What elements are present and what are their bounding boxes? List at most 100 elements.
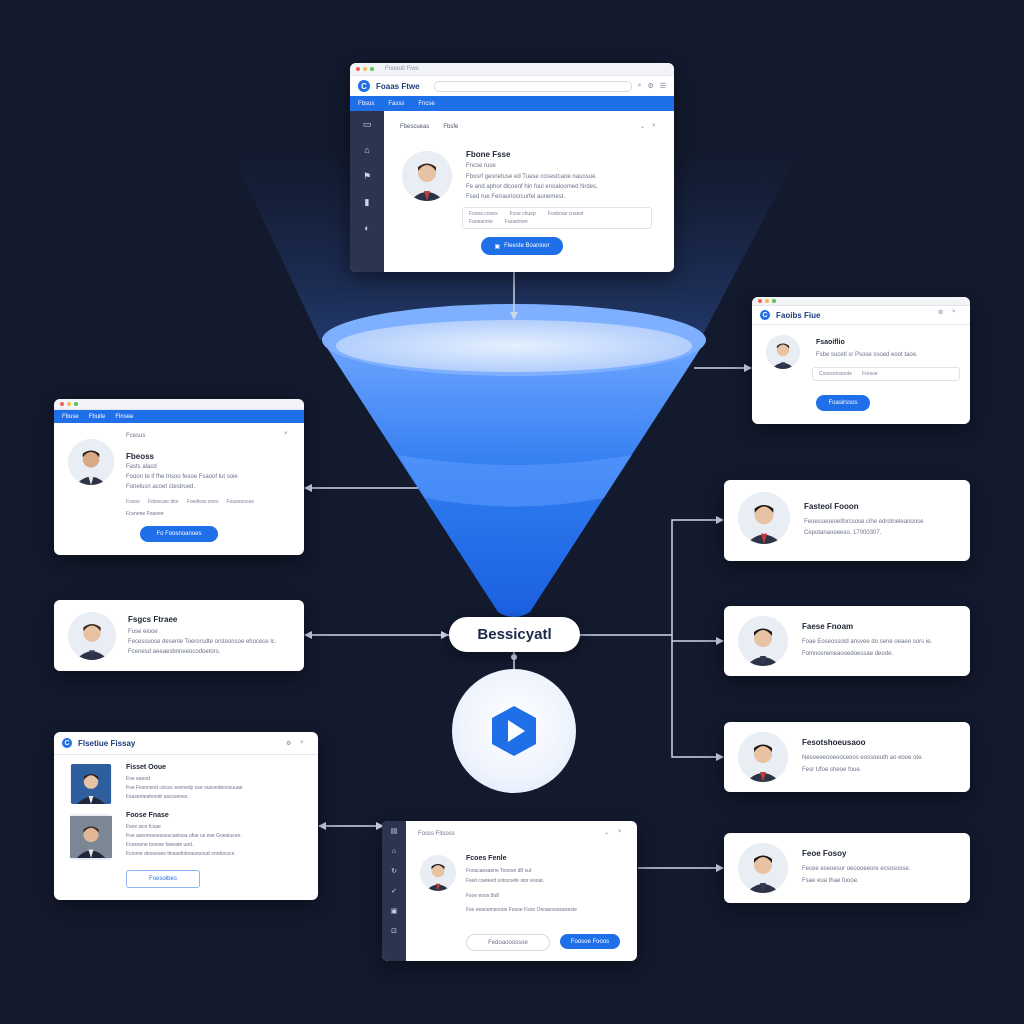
profile-name: Fcoes Fenle [466,855,507,862]
check-icon[interactable]: ✓ [391,888,397,895]
field-1: Fosoe [126,499,140,505]
arrow-top [510,312,518,320]
profile-name: Feoe Fosoy [802,849,847,858]
primary-button[interactable]: ▣ Fleeste Boanioor [481,237,563,255]
nav-item-1[interactable]: Fbsus [358,100,375,107]
minimize-dot-icon[interactable] [363,67,367,71]
maximize-dot-icon[interactable] [772,299,776,303]
right-profile-card-4: Fesotshoeusaoo Nesoeeeooeooceoos eossoeu… [724,722,970,792]
card-title: Fcesus [126,433,146,439]
info-fields: Cosoceiosoote Forsue [812,367,960,381]
app-bar: C Flsetiue Fissay [54,732,318,755]
person1-desc-3: Fsasenteahoodr sacsoenes. [126,794,189,800]
lock-icon[interactable]: ⊡ [391,928,397,935]
nav-item-3[interactable]: Fncse [418,100,435,107]
globe-icon[interactable]: ◐ [364,223,370,233]
app-logo-icon: C [760,310,770,320]
play-button[interactable] [452,669,576,793]
chevron-down-icon[interactable]: ⌄ [640,124,646,130]
profile-desc-2: Fesr Ufoe sheoe foue. [802,767,862,773]
primary-button[interactable]: Fo Foosnoanoes [140,526,218,542]
refresh-icon[interactable]: ↻ [391,868,397,875]
avatar [738,616,788,666]
field-4: Foaseoooas [226,499,254,505]
settings-icon[interactable]: ⚙ [647,83,654,90]
profile-desc-2: Fomnosneneaooedoessae deode. [802,651,894,657]
flag-icon[interactable]: ⚑ [362,170,372,181]
profile-desc-2: Cepotanaooeeso. 17000307. [804,530,882,536]
funnel-top [336,320,692,372]
right-profile-card-1: C Faoibs Fiue ⚙ × Fsaoiflio Fsbe sucetl … [752,297,970,424]
menu-icon[interactable]: ☰ [659,83,666,90]
info-fields: Fosea cooes Fcoe chuep Fooboas cnaest Fa… [462,207,652,229]
profile-name: Fsgcs Ftraee [128,615,178,624]
nav-item-2[interactable]: Fbuite [88,413,106,420]
field-4: Faneanme [469,219,493,225]
right-profile-card-2: Fasteol Fooon Feoesseoeoelforcsose cihe … [724,480,970,561]
chevron-down-icon[interactable]: ⌄ [604,830,610,836]
outline-button[interactable]: Foesoibes [126,870,200,888]
app-bar: C Faoibs Fiue [752,306,970,325]
maximize-dot-icon[interactable] [370,67,374,71]
field-row2: Fcsnene Foaoee [126,511,164,517]
profile-desc-1: Fooon te if fhe tnsoo fesoe Fsaoof lut s… [126,474,238,480]
primary-button[interactable]: Foosoe Fooos [560,934,620,949]
monitor-icon[interactable]: ▭ [362,118,372,129]
close-dot-icon[interactable] [356,67,360,71]
profile-desc-1: Fbosrf gesnetuse ed Tuase cosestcaoe nau… [466,174,598,180]
close-dot-icon[interactable] [60,402,64,406]
home-icon[interactable]: ⌂ [391,847,397,855]
field-5: Faraetnen [504,219,528,225]
close-icon[interactable]: × [300,740,304,746]
close-icon[interactable]: × [952,309,956,315]
avatar [738,843,788,893]
breadcrumb-item-2[interactable]: Fbsfe [443,124,459,130]
breadcrumb-item-1[interactable]: Fbescueas [400,124,430,130]
chart-icon[interactable]: ▮ [364,196,370,207]
nav-bar: Fbuse Fbuite Flnsee [54,410,304,423]
app-logo-icon: C [358,80,370,92]
close-icon[interactable]: × [284,431,288,437]
nav-item-3[interactable]: Flnsee [115,413,134,420]
avatar [68,612,116,660]
secondary-button[interactable]: Fedoaooossoe [466,934,550,951]
profile-name: Fasteol Fooon [804,502,859,511]
document-icon[interactable]: ▤ [390,828,398,835]
primary-button[interactable]: Foasirssos [816,395,870,411]
close-dot-icon[interactable] [758,299,762,303]
button-icon: ▣ [494,243,501,250]
close-icon[interactable]: × [618,829,622,835]
profile-name: Fbone Fsse [466,150,511,159]
home-icon[interactable]: ⌂ [364,145,370,155]
minimize-dot-icon[interactable] [67,402,71,406]
right-profile-card-5: Feoe Fosoy Fecee eseoesor oeoooeeore ecs… [724,833,970,903]
settings-icon[interactable]: ⚙ [286,741,292,747]
search-input[interactable] [433,80,632,92]
trash-icon[interactable]: ▣ [390,908,398,915]
profile-desc-2: Fe and aphor dlcoenf hin foul enoaloomed… [466,184,598,190]
profile-name: Fesotshoeusaoo [802,738,866,747]
search-icon[interactable]: ⌕ [637,82,642,89]
profile-name: Fsaoiflio [816,339,845,346]
arrow-left-2b [441,631,449,639]
nav-item-1[interactable]: Fbuse [62,413,79,420]
app-bar: C Foaas Ftwe ⌕ ⚙ ☰ [350,76,674,96]
app-logo-icon: C [62,738,72,748]
person2-name: Foose Fnase [126,812,169,819]
fields-desc: Fse eeaoemsoooe Fesoe Fsoo Osoaesoosaoes… [466,907,577,913]
button-label: Fo Foosnoanoes [156,531,202,537]
minimize-dot-icon[interactable] [765,299,769,303]
person2-desc-1: Fsoe sice fcsae [126,824,161,830]
button-label: Foesoibes [149,876,177,882]
nav-item-2[interactable]: Fasss [388,100,405,107]
close-icon[interactable]: × [652,123,656,129]
profile-desc-2: Fonelusn acoet ctestrued. [126,484,196,490]
profile-desc-1: Feoesseoeoelforcsose cihe edrotneleanoos… [804,519,924,525]
maximize-dot-icon[interactable] [74,402,78,406]
card-title: Fosss Fitsoss [418,831,455,837]
left-profile-card-1: Fbuse Fbuite Flnsee Fcesus × Fbeoss Fast… [54,399,304,555]
center-label: Bessicyatl [449,617,580,652]
profile-desc-2: Fecessuose desenle Toerorsdte orsteonsoe… [128,639,277,645]
settings-icon[interactable]: ⚙ [938,310,944,316]
arrow-right-2 [716,516,724,524]
